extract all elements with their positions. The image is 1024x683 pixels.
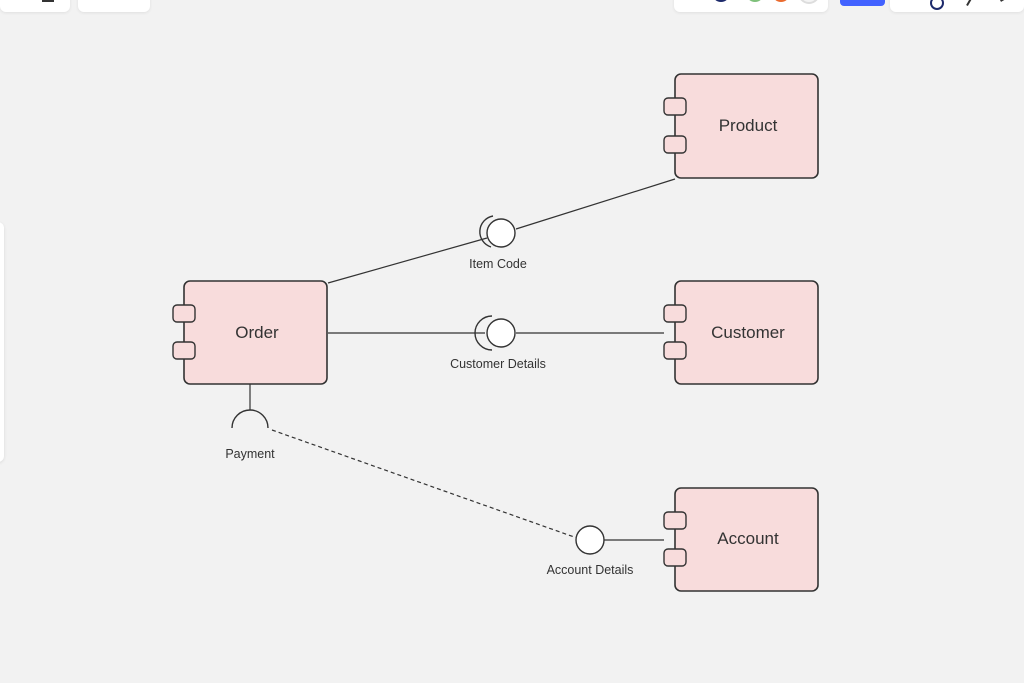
lollipop-icon	[486, 218, 516, 248]
top-toolbar-left[interactable]	[0, 0, 70, 12]
interface-label: Customer Details	[450, 357, 546, 371]
component-label: Product	[719, 116, 778, 135]
collaborators-bar	[674, 0, 828, 12]
socket-icon	[474, 315, 493, 351]
interface-customer-details[interactable]: Customer Details	[450, 315, 546, 371]
component-order[interactable]: Order	[172, 280, 328, 385]
interface-label: Item Code	[469, 257, 527, 271]
component-port	[663, 341, 687, 360]
lollipop-icon	[575, 525, 605, 555]
interface-label: Account Details	[547, 563, 634, 577]
interface-label: Payment	[225, 447, 275, 461]
connector-item-code-product[interactable]	[515, 178, 676, 230]
interface-account-details[interactable]: Account Details	[547, 525, 634, 577]
interface-item-code[interactable]: Item Code	[469, 215, 527, 271]
component-port	[663, 548, 687, 567]
component-port	[663, 97, 687, 116]
component-account[interactable]: Account	[663, 487, 819, 592]
socket-icon	[231, 409, 269, 429]
component-port	[663, 511, 687, 530]
component-product[interactable]: Product	[663, 73, 819, 179]
component-label: Account	[717, 529, 779, 548]
component-port	[172, 304, 196, 323]
top-toolbar-right	[890, 0, 1024, 12]
dependency-payment-account-details[interactable]	[271, 429, 578, 539]
left-toolbar[interactable]	[0, 222, 4, 462]
board-title-chip[interactable]	[78, 0, 150, 12]
component-customer[interactable]: Customer	[663, 280, 819, 385]
component-label: Customer	[711, 323, 785, 342]
menu-icon[interactable]	[42, 0, 54, 2]
component-label: Order	[235, 323, 279, 342]
timer-icon[interactable]	[930, 0, 944, 10]
lollipop-icon	[486, 318, 516, 348]
component-port	[663, 135, 687, 154]
socket-icon	[479, 215, 494, 248]
interface-payment[interactable]: Payment	[225, 409, 275, 461]
component-port	[172, 341, 196, 360]
share-button[interactable]	[840, 0, 885, 6]
component-port	[663, 304, 687, 323]
connector-order-item-code[interactable]	[327, 237, 488, 284]
